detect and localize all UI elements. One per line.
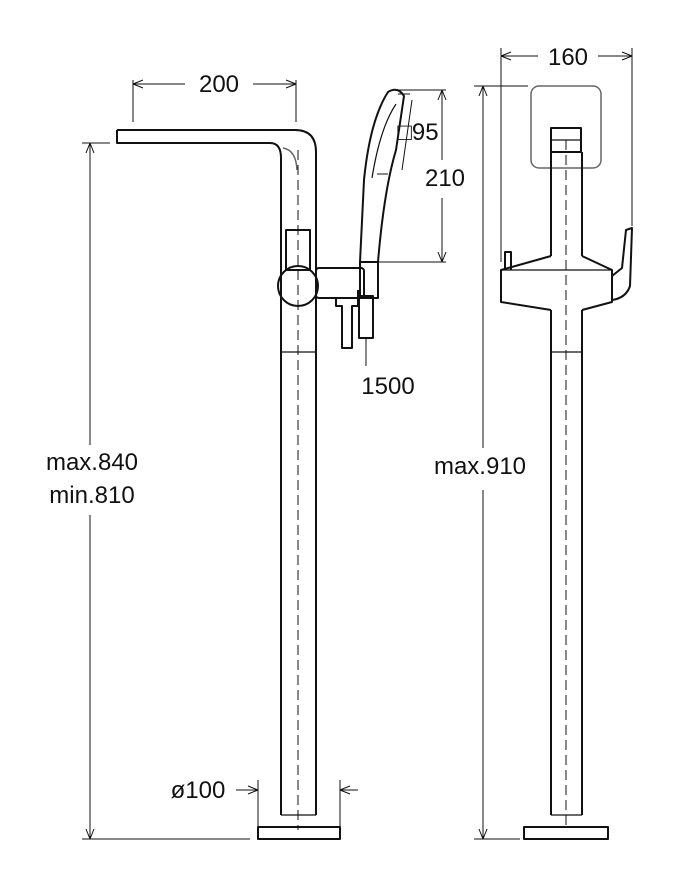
valve-cap xyxy=(285,229,311,271)
spout-highlight xyxy=(282,147,298,171)
dim-handshower-size: □95 xyxy=(397,119,438,146)
floor-flange xyxy=(257,826,341,840)
hose-outlet xyxy=(358,295,374,339)
front-view: 160 max.910 xyxy=(434,44,633,840)
dim-width-front: 160 xyxy=(548,44,588,71)
diverter-handle xyxy=(335,290,359,349)
front-lower-pipe xyxy=(550,310,583,815)
spout-outline xyxy=(116,129,317,232)
handshower-face xyxy=(371,103,397,179)
front-valve-body xyxy=(500,255,613,311)
handshower-front xyxy=(530,85,602,169)
side-view: 200 □95 210 1500 max.840 min.810 ø100 xyxy=(46,71,465,840)
valve-knob xyxy=(277,265,319,307)
dim-base-diameter: ø100 xyxy=(171,777,226,804)
handshower-holder xyxy=(359,261,379,299)
front-floor-flange xyxy=(523,826,609,840)
dim-spout-reach: 200 xyxy=(199,71,239,98)
front-upper-pipe xyxy=(550,152,583,256)
dim-height-max-front: max.910 xyxy=(434,453,526,480)
dim-hose-length: 1500 xyxy=(361,373,414,400)
diverter-bar xyxy=(315,267,365,299)
front-left-handle xyxy=(504,251,512,270)
dim-height-max-side: max.840 xyxy=(46,449,138,476)
main-pipe xyxy=(280,232,317,815)
dim-handshower-length: 210 xyxy=(425,165,465,192)
dim-height-min-side: min.810 xyxy=(49,482,134,509)
handshower-outline xyxy=(359,88,405,263)
front-right-handle xyxy=(611,227,633,301)
